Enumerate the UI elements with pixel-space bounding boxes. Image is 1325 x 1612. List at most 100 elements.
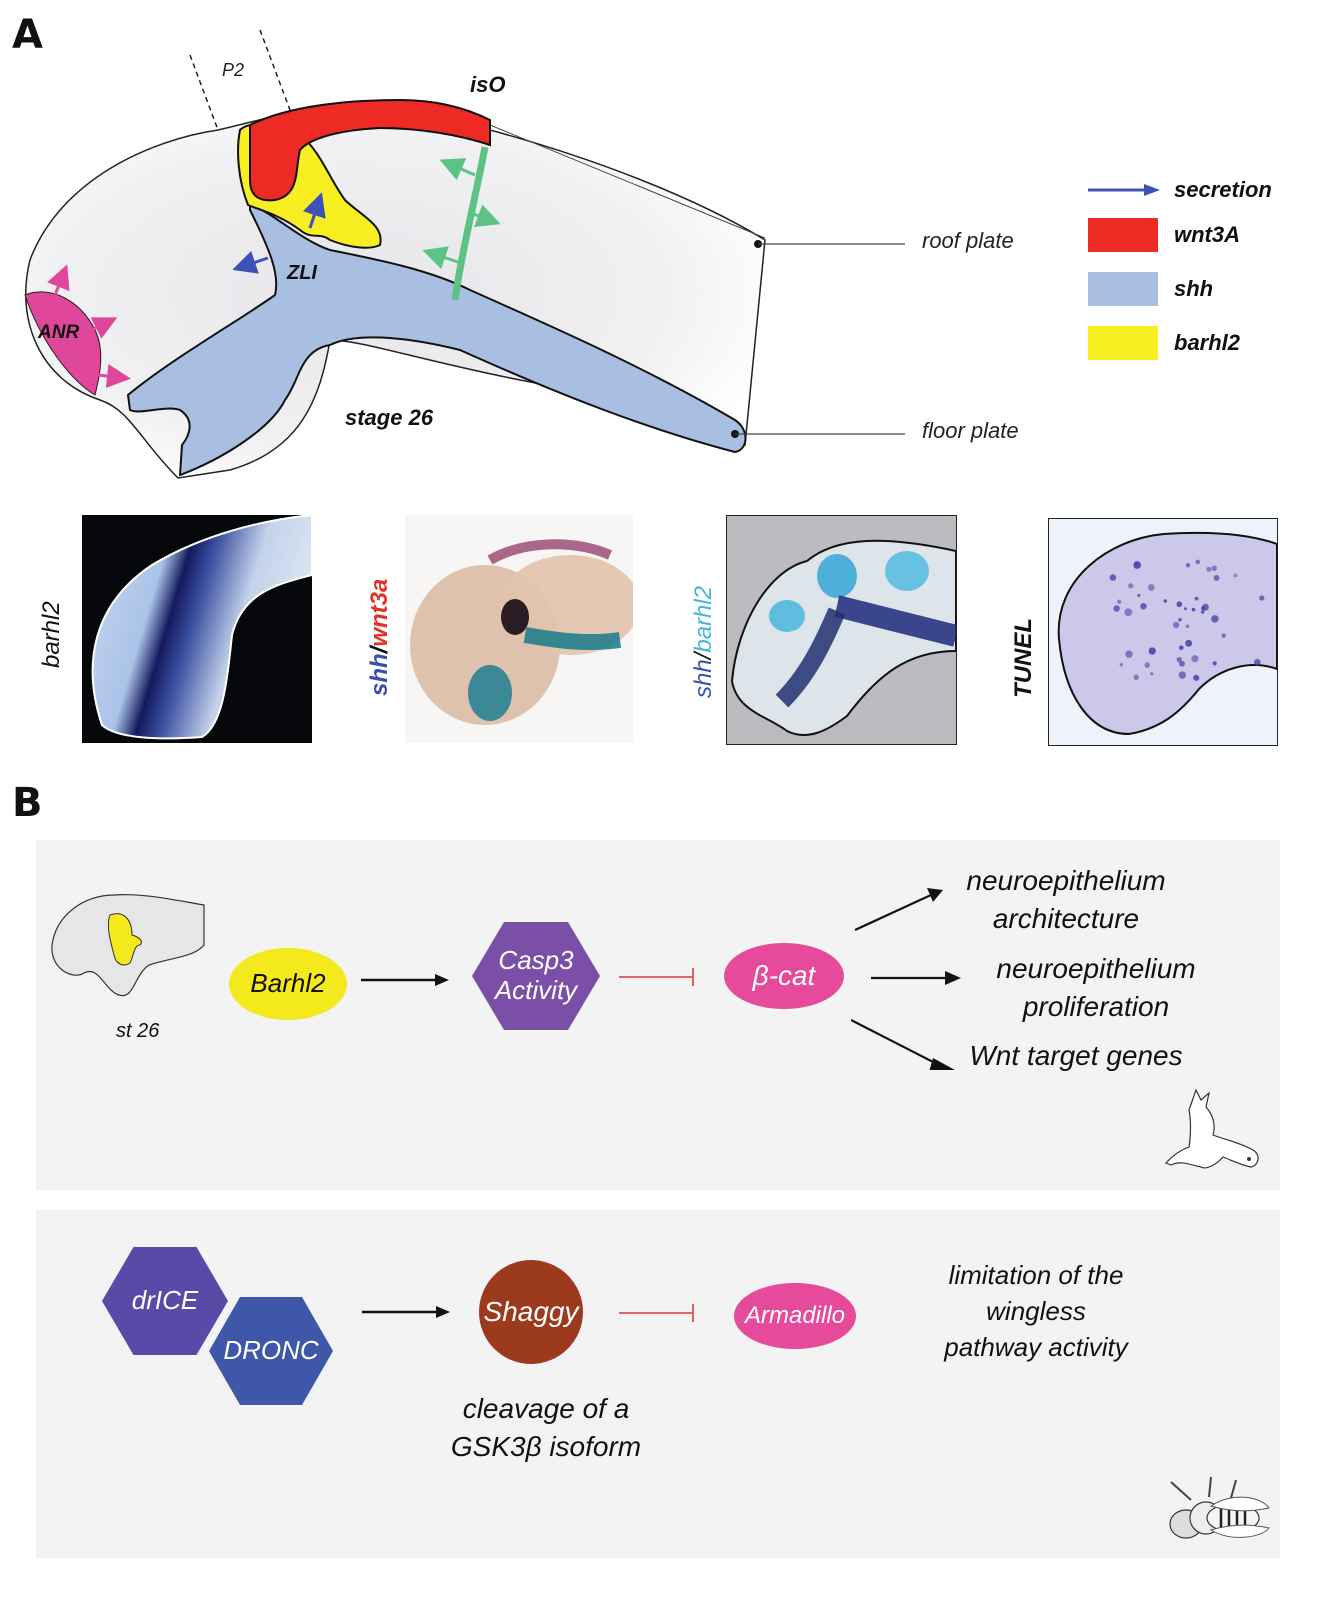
tunel-dot [1133, 674, 1139, 680]
legend-label: secretion [1174, 177, 1272, 202]
iso-label: isO [470, 72, 506, 97]
legend: secretion wnt3A shh barhl2 [1088, 172, 1318, 370]
anr-label: ANR [38, 322, 80, 343]
shaggy-note: cleavage of a GSK3β isoform [450, 1393, 642, 1462]
zli-label: ZLI [287, 262, 317, 284]
fly-outcome: limitation of the wingless pathway activ… [944, 1260, 1128, 1362]
panel-a-letter: A [12, 12, 43, 58]
thumbnail-label: st 26 [116, 1020, 160, 1042]
shh-swatch [1088, 272, 1158, 306]
tunel-dot [1119, 663, 1124, 667]
tunel-dot [1213, 575, 1220, 581]
node-beta-catenin: β-cat [724, 943, 844, 1009]
image-label-shh-barhl2: shh/barhl2 [690, 585, 717, 698]
tunel-dot [1191, 655, 1199, 663]
tunel-dot [1211, 615, 1219, 623]
shh-domain [126, 203, 747, 477]
tunel-dot [1163, 599, 1167, 603]
barhl2-swatch [1088, 326, 1158, 360]
tunel-dot [1140, 603, 1147, 610]
tunel-dot [1194, 596, 1199, 601]
output-architecture: neuroepithelium architecture [966, 865, 1166, 934]
embryo-thumbnail [51, 894, 205, 997]
node-drice: drICE [102, 1247, 228, 1355]
tunel-dot [1202, 603, 1209, 611]
tunel-dot [1195, 559, 1201, 565]
frog-icon [1164, 1088, 1259, 1169]
legend-item-shh: shh [1088, 262, 1318, 316]
tunel-dot [1150, 672, 1154, 676]
wnt3a-domain [249, 98, 491, 202]
tunel-dot [1179, 660, 1185, 667]
node-armadillo: Armadillo [734, 1283, 856, 1349]
image-label-tunel: TUNEL [1010, 618, 1037, 698]
embryo-diagram [24, 29, 905, 479]
tunel-dot [1137, 593, 1141, 598]
floor-plate-label: floor plate [922, 418, 1019, 443]
tunel-dot [1109, 574, 1117, 581]
tunel-dot [1178, 618, 1182, 622]
tunel-dot [1176, 601, 1183, 608]
node-barhl2: Barhl2 [229, 948, 347, 1020]
micrograph-shh-wnt3a [405, 515, 633, 743]
tunel-dot [1147, 584, 1155, 591]
tunel-dot [1124, 608, 1133, 617]
tunel-dot [1253, 658, 1261, 666]
tunel-dot [1212, 661, 1217, 666]
tunel-dot [1185, 639, 1193, 647]
tunel-dot [1183, 607, 1188, 611]
tunel-dot [1148, 647, 1156, 655]
vertebrate-pathway-box: st 26 Barhl2 Casp3 Activity β-cat neuroe… [36, 840, 1280, 1190]
tunel-dot [1128, 583, 1134, 589]
panel-b-letter: B [12, 780, 43, 826]
fly-pathway-box: drICE DRONC Shaggy Armadillo cleavage of… [36, 1210, 1280, 1558]
tunel-dot [1185, 624, 1190, 629]
image-label-barhl2: barhl2 [38, 601, 65, 668]
output-arrows [851, 888, 961, 1070]
secretion-arrow-icon [1088, 184, 1160, 196]
image-label-shh-wnt3a: shh/wnt3a [366, 578, 393, 696]
tunel-dot [1176, 656, 1182, 663]
tunel-dot [1178, 671, 1187, 679]
micrograph-barhl2 [82, 515, 312, 743]
fly-icon [1169, 1476, 1270, 1539]
legend-item-barhl2: barhl2 [1088, 316, 1318, 370]
tunel-dot [1185, 563, 1191, 568]
tunel-dot [1233, 573, 1238, 578]
tunel-dot [1113, 605, 1120, 612]
tunel-dot [1117, 599, 1122, 604]
tunel-dot [1193, 674, 1200, 681]
legend-label: barhl2 [1174, 330, 1241, 355]
tunel-dot [1259, 595, 1265, 601]
micrograph-shh-barhl2 [726, 515, 957, 745]
legend-label: wnt3A [1174, 222, 1240, 247]
node-dronc: DRONC [209, 1297, 333, 1405]
micrograph-tunel [1048, 518, 1278, 746]
stage-label: stage 26 [345, 405, 434, 430]
tunel-dot [1211, 565, 1217, 571]
tunel-dot [1134, 561, 1138, 566]
tunel-dot [1200, 610, 1205, 614]
legend-label: shh [1174, 276, 1214, 301]
tunel-dot [1125, 650, 1133, 658]
node-shaggy: Shaggy [479, 1260, 583, 1364]
tunel-dot [1191, 607, 1196, 612]
inhibition-arrow [619, 1304, 694, 1322]
wnt3a-swatch [1088, 218, 1158, 252]
activation-arrow [362, 1306, 450, 1318]
node-casp3-activity: Casp3 Activity [472, 922, 600, 1030]
tunel-dot [1206, 566, 1212, 572]
tunel-dot [1144, 662, 1150, 668]
legend-item-wnt3a: wnt3A [1088, 208, 1318, 262]
roof-plate-label: roof plate [922, 228, 1014, 253]
activation-arrow [361, 974, 449, 986]
tunel-dot [1178, 645, 1184, 651]
p2-label: P2 [222, 60, 245, 80]
inhibition-arrow [619, 968, 694, 986]
tunel-dot [1172, 621, 1180, 629]
legend-item-secretion: secretion [1088, 172, 1318, 208]
anr-domain [24, 291, 102, 396]
output-proliferation: neuroepithelium proliferation [996, 953, 1196, 1022]
output-wnt-target-genes: Wnt target genes [969, 1040, 1183, 1071]
tunel-dot [1221, 633, 1226, 638]
